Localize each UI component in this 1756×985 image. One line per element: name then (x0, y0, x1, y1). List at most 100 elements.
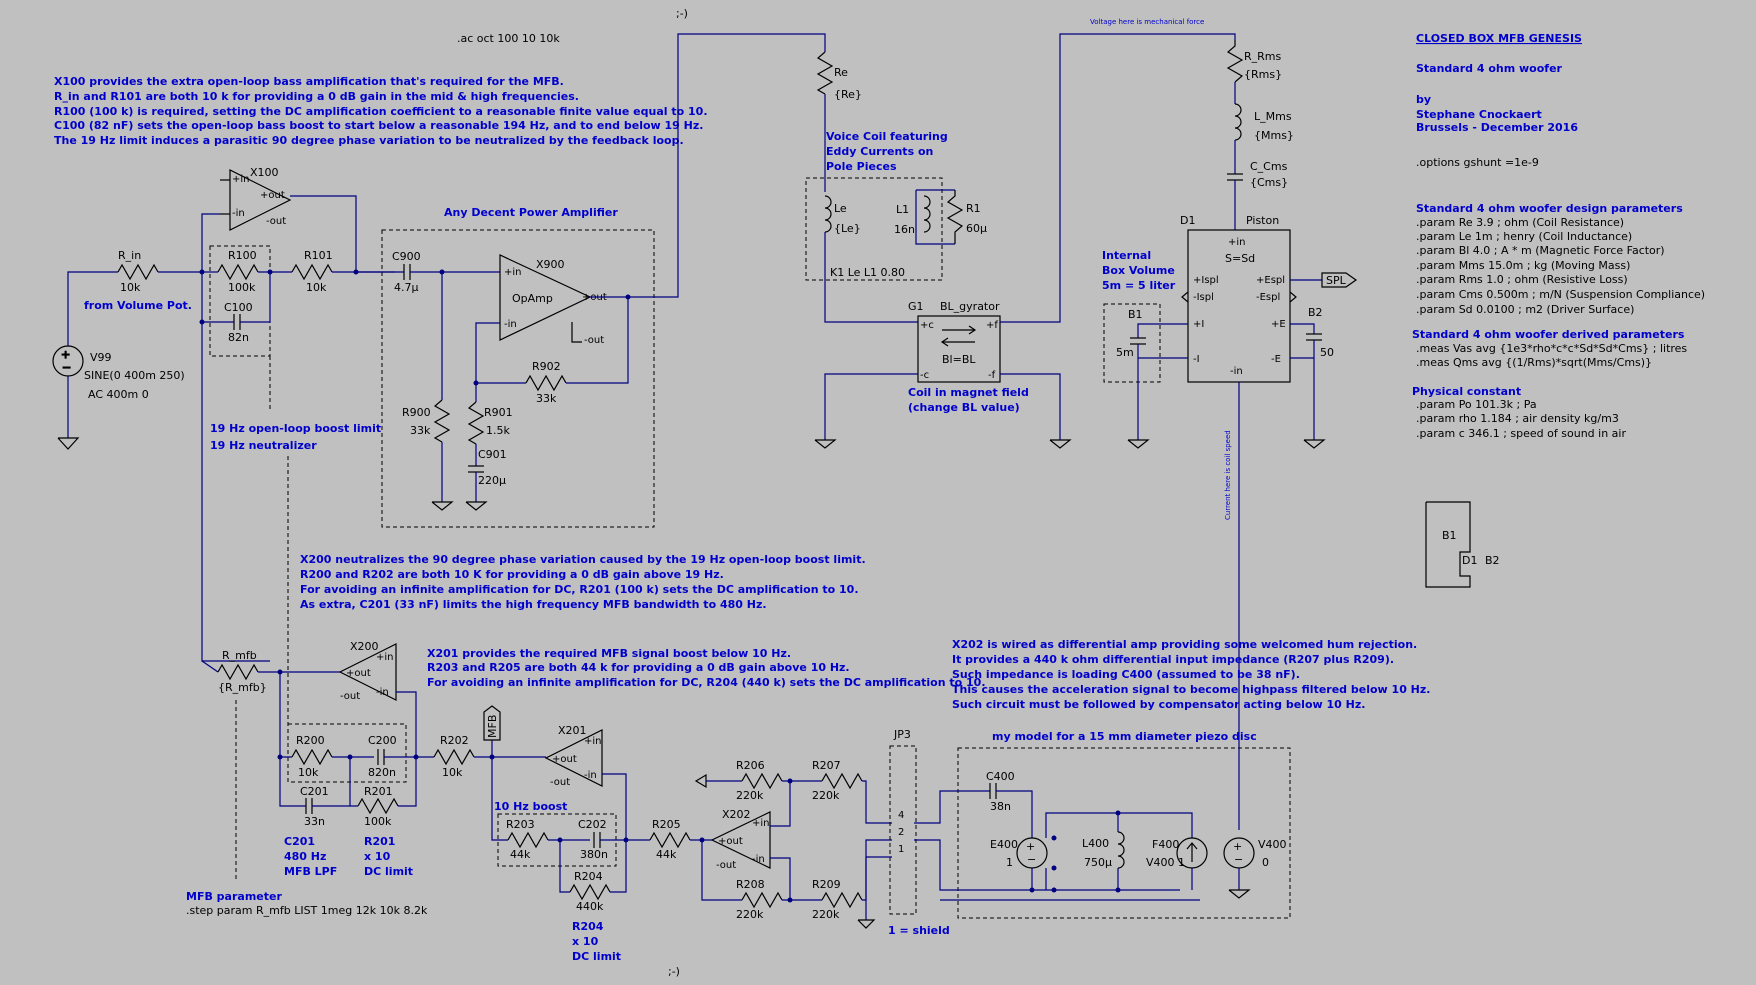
r200-value[interactable]: 10k (298, 766, 319, 779)
x200-note: X200 neutralizes the 90 degree phase var… (300, 553, 866, 611)
r-mfb-resistor[interactable] (217, 663, 259, 681)
physical-line[interactable]: .param Po 101.3k ; Pa (1416, 398, 1537, 411)
spl-label[interactable]: SPL (1326, 274, 1347, 287)
r208-name: R208 (736, 878, 765, 891)
c202-name: C202 (578, 818, 607, 831)
c201-value[interactable]: 33n (304, 815, 325, 828)
l400-inductor[interactable] (1117, 831, 1125, 869)
x201-opamp[interactable] (544, 729, 603, 787)
ac-directive[interactable]: .ac oct 100 10 10k (457, 32, 560, 45)
svg-text:R_in and R101 are both 10 k fo: R_in and R101 are both 10 k for providin… (54, 90, 579, 103)
r209-resistor[interactable] (821, 891, 863, 909)
step-directive[interactable]: .step param R_mfb LIST 1meg 12k 10k 8.2k (186, 904, 428, 917)
r1-resistor[interactable] (946, 190, 964, 244)
r200-resistor[interactable] (291, 748, 333, 766)
l-mms-inductor[interactable] (1234, 103, 1242, 141)
r204-resistor[interactable] (569, 883, 611, 901)
r202-resistor[interactable] (433, 748, 475, 766)
le-value[interactable]: {Le} (834, 222, 861, 235)
jp3-name: JP3 (893, 728, 911, 741)
r-mfb-value[interactable]: {R_mfb} (218, 681, 267, 694)
r900-value[interactable]: 33k (410, 424, 431, 437)
r202-value[interactable]: 10k (442, 766, 463, 779)
r205-value[interactable]: 44k (656, 848, 677, 861)
design-params-heading: Standard 4 ohm woofer design parameters (1416, 202, 1683, 215)
meas-line[interactable]: .meas Vas avg {1e3*rho*c*c*Sd*Sd*Cms} ; … (1416, 342, 1687, 355)
svg-text:x 10: x 10 (364, 850, 391, 863)
f400-value[interactable]: V400 1 (1146, 856, 1185, 869)
param-line[interactable]: .param Le 1m ; henry (Coil Inductance) (1416, 230, 1632, 243)
k1-directive[interactable]: K1 Le L1 0.80 (830, 266, 905, 279)
r201-resistor[interactable] (357, 797, 399, 815)
r209-value[interactable]: 220k (812, 908, 840, 921)
r-in-resistor[interactable] (117, 263, 159, 281)
l1-value[interactable]: 16n (894, 223, 915, 236)
svg-text:−: − (1027, 853, 1036, 866)
mfb-net-flag[interactable] (483, 705, 501, 741)
x900-name: X900 (536, 258, 565, 271)
r203-value[interactable]: 44k (510, 848, 531, 861)
x900-opamp[interactable] (499, 254, 592, 341)
r207-resistor[interactable] (821, 772, 863, 790)
r101-resistor[interactable] (291, 263, 333, 281)
svg-text:X202 is wired as differential: X202 is wired as differential amp provid… (952, 638, 1417, 651)
v99-value[interactable]: SINE(0 400m 250) (84, 369, 185, 382)
c200-value[interactable]: 820n (368, 766, 396, 779)
c-cms-value[interactable]: {Cms} (1250, 176, 1288, 189)
r902-resistor[interactable] (525, 374, 567, 392)
param-line[interactable]: .param Mms 15.0m ; kg (Moving Mass) (1416, 259, 1630, 272)
r201-value[interactable]: 100k (364, 815, 392, 828)
r902-value[interactable]: 33k (536, 392, 557, 405)
r208-value[interactable]: 220k (736, 908, 764, 921)
x200-opamp[interactable] (338, 643, 397, 701)
r-in-value[interactable]: 10k (120, 281, 141, 294)
g1-gyrator[interactable] (917, 315, 1001, 383)
l400-value[interactable]: 750µ (1084, 856, 1112, 869)
v99-name: V99 (90, 351, 112, 364)
r900-resistor[interactable] (433, 399, 451, 443)
v99-ac[interactable]: AC 400m 0 (88, 388, 149, 401)
param-line[interactable]: .param Cms 0.500m ; m/N (Suspension Comp… (1416, 288, 1705, 301)
c901-value[interactable]: 220µ (478, 474, 506, 487)
param-line[interactable]: .param Re 3.9 ; ohm (Coil Resistance) (1416, 216, 1624, 229)
r901-value[interactable]: 1.5k (486, 424, 510, 437)
r-rms-resistor[interactable] (1226, 40, 1244, 83)
r204-value[interactable]: 440k (576, 900, 604, 913)
le-inductor[interactable] (824, 195, 832, 233)
r901-resistor[interactable] (467, 401, 485, 445)
l1-inductor[interactable] (923, 195, 931, 233)
param-line[interactable]: .param Bl 4.0 ; A * m (Magnetic Force Fa… (1416, 244, 1665, 257)
l-mms-value[interactable]: {Mms} (1254, 129, 1294, 142)
r206-resistor[interactable] (741, 772, 783, 790)
re-resistor[interactable] (816, 51, 834, 95)
x100-opamp[interactable] (229, 169, 292, 231)
c202-value[interactable]: 380n (580, 848, 608, 861)
re-value[interactable]: {Re} (834, 88, 862, 101)
r205-resistor[interactable] (649, 831, 691, 849)
r100-value[interactable]: 100k (228, 281, 256, 294)
r203-resistor[interactable] (507, 831, 549, 849)
meas-line[interactable]: .meas Qms avg {(1/Rms)*sqrt(Mms/Cms)} (1416, 356, 1652, 369)
e400-value[interactable]: 1 (1006, 856, 1013, 869)
r-rms-value[interactable]: {Rms} (1244, 68, 1282, 81)
symbol-block[interactable]: B1 D1 B2 (1425, 501, 1500, 588)
options-directive[interactable]: .options gshunt =1e-9 (1416, 156, 1539, 169)
r1-value[interactable]: 60µ (966, 222, 987, 235)
r207-value[interactable]: 220k (812, 789, 840, 802)
r208-resistor[interactable] (741, 891, 783, 909)
param-line[interactable]: .param Rms 1.0 ; ohm (Resistive Loss) (1416, 273, 1628, 286)
physical-line[interactable]: .param c 346.1 ; speed of sound in air (1416, 427, 1626, 440)
r100-resistor[interactable] (217, 263, 259, 281)
x202-opamp[interactable] (710, 811, 771, 869)
b1-value[interactable]: 5m (1116, 346, 1134, 359)
r206-value[interactable]: 220k (736, 789, 764, 802)
param-line[interactable]: .param Sd 0.0100 ; m2 (Driver Surface) (1416, 303, 1634, 316)
r101-value[interactable]: 10k (306, 281, 327, 294)
c100-value[interactable]: 82n (228, 331, 249, 344)
c400-value[interactable]: 38n (990, 800, 1011, 813)
v400-value[interactable]: 0 (1262, 856, 1269, 869)
physical-line[interactable]: .param rho 1.184 ; air density kg/m3 (1416, 412, 1619, 425)
c900-value[interactable]: 4.7µ (394, 281, 419, 294)
jp3-connector[interactable]: JP3 4 2 1 1 = shield (857, 728, 950, 937)
b2-value[interactable]: 50 (1320, 346, 1334, 359)
